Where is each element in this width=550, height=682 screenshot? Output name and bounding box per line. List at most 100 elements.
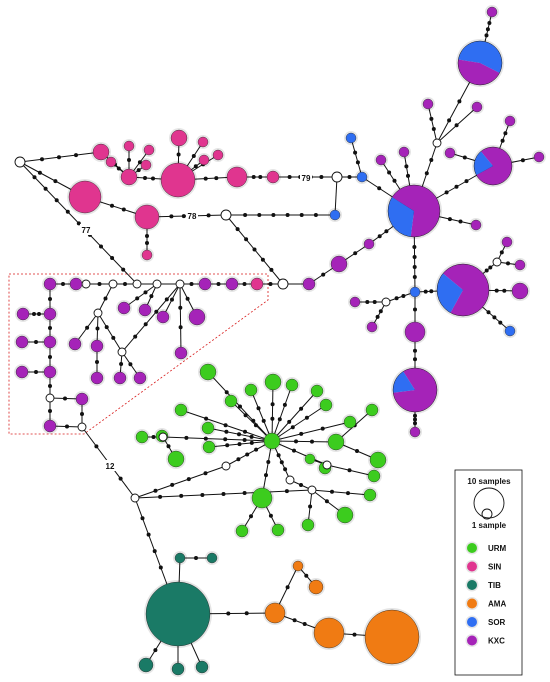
mutation-dot: [502, 288, 507, 293]
network-edge: [350, 137, 363, 178]
mutation-dot: [244, 611, 249, 616]
mutation-dot: [153, 648, 158, 653]
haplotype-node: [271, 523, 285, 537]
legend-swatch: [467, 635, 477, 646]
haplotype-node: [90, 371, 104, 385]
haplotype-node: [145, 581, 211, 647]
haplotype-node: [224, 394, 238, 408]
haplotype-node: [171, 662, 185, 676]
haplotype-node: [138, 303, 152, 317]
haplotype-node: [43, 365, 57, 379]
mutation-dot: [429, 289, 434, 294]
mutation-dot: [287, 419, 292, 424]
mutation-dot: [48, 326, 52, 330]
haplotype-node: [16, 307, 30, 321]
mutation-dot: [499, 250, 504, 255]
haplotype-node: [302, 277, 316, 291]
haplotype-node: [198, 277, 212, 291]
mutation-dot: [299, 483, 303, 487]
haplotype-node: [533, 151, 545, 163]
mutation-dot: [282, 402, 287, 407]
legend-label: AMA: [488, 600, 506, 609]
median-vector-node: [221, 461, 231, 471]
mutation-dot: [270, 416, 275, 421]
mutation-dot: [277, 417, 282, 422]
mutation-dot: [444, 190, 449, 195]
haplotype-node: [365, 403, 379, 417]
mutation-dot: [287, 175, 292, 179]
mutation-dot: [347, 468, 352, 473]
mutation-dot: [37, 170, 42, 175]
mutation-dot: [487, 21, 492, 25]
median-vector-node: [158, 432, 168, 442]
mutation-dot: [454, 184, 459, 189]
legend-swatch: [467, 598, 477, 609]
haplotype-node: [345, 132, 357, 144]
mutation-dot: [178, 305, 183, 310]
legend-item-sin: SIN: [465, 560, 502, 573]
haplotype-node: [444, 147, 456, 159]
mutation-dot: [377, 234, 382, 239]
haplotype-node: [43, 307, 57, 321]
pie-slice: [392, 184, 441, 237]
mutation-dot: [431, 127, 436, 131]
haplotype-node: [212, 149, 224, 161]
haplotype-node: [308, 579, 324, 595]
haplotype-node: [264, 373, 282, 391]
mutation-dot: [256, 406, 261, 411]
mutation-dot: [413, 348, 417, 353]
network-edge: [311, 489, 371, 496]
mutation-dot: [304, 415, 309, 420]
pie-outline: [473, 146, 513, 186]
legend-size-max-label: 10 samples: [467, 477, 511, 486]
branch-label-78: 78: [188, 212, 197, 221]
median-vector-node: [322, 460, 332, 470]
mutation-dot: [249, 514, 253, 519]
mutation-dot: [37, 312, 41, 316]
haplotype-node: [250, 277, 264, 291]
mutation-dot: [206, 213, 211, 218]
haplotype-node: [15, 365, 29, 379]
haplotype-node: [369, 451, 387, 469]
legend-swatch: [467, 580, 477, 590]
mutation-dot: [266, 460, 271, 464]
haplotype-node: [198, 154, 210, 166]
mutation-dot: [413, 357, 417, 362]
network-edge: [134, 465, 227, 499]
mutation-dot: [242, 282, 247, 286]
mutation-dot: [503, 131, 508, 136]
mutation-dot: [204, 416, 209, 421]
haplotype-node: [266, 170, 280, 184]
haplotype-node: [15, 335, 29, 349]
mutation-dot: [353, 150, 358, 155]
mutation-dot: [158, 565, 163, 570]
haplotype-node: [409, 286, 421, 298]
median-vector-node: [108, 279, 118, 289]
mutation-dot: [181, 214, 186, 219]
mutation-dot: [302, 622, 307, 626]
mutation-dot: [319, 175, 324, 179]
haplotype-node: [244, 383, 258, 397]
mutation-dot: [447, 118, 452, 123]
mutation-dot: [484, 33, 489, 38]
mutation-dot: [203, 436, 208, 441]
mutation-dot: [458, 219, 463, 224]
mutation-dot: [153, 488, 158, 493]
median-vector-node: [45, 393, 55, 403]
mutation-dot: [32, 312, 36, 316]
legend-item-ama: AMA: [465, 597, 506, 610]
median-vector-node: [331, 171, 343, 183]
mutation-dot: [61, 282, 65, 286]
haplotype-node: [349, 296, 361, 308]
haplotype-node: [471, 101, 483, 113]
mutation-dot: [355, 449, 359, 453]
mutation-dot: [104, 325, 109, 330]
haplotype-node: [367, 469, 381, 483]
legend-item-tib: TIB: [465, 578, 501, 592]
mutation-dot: [270, 402, 275, 407]
network-edge: [179, 283, 182, 354]
mutation-dot: [179, 493, 184, 498]
haplotype-node: [206, 552, 218, 564]
mutation-dot: [238, 404, 242, 409]
haplotype-node: [514, 259, 526, 271]
